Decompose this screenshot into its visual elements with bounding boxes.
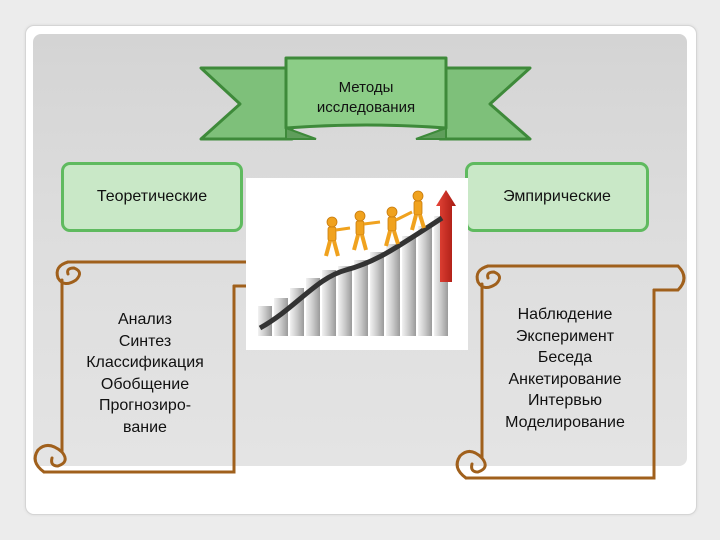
theoretical-methods-list: Анализ Синтез Классификация Обобщение Пр… (60, 309, 230, 438)
banner-title-line1: Методы (338, 79, 394, 96)
list-item: Обобщение (100, 375, 190, 393)
empirical-methods-list: Наблюдение Эксперимент Беседа Анкетирова… (480, 304, 650, 433)
ribbon-left-fold (285, 126, 317, 140)
list-item: Классификация (86, 354, 204, 371)
banner-title: Методы исследования (286, 68, 446, 128)
list-item: Беседа (537, 349, 593, 366)
right-scroll (455, 264, 686, 480)
ribbon-center (284, 56, 448, 130)
list-item: Анализ (117, 311, 172, 328)
climbing-chart-illustration (246, 178, 468, 350)
banner-title-line2: исследования (316, 99, 416, 116)
climbing-people-graphic (258, 190, 456, 336)
empirical-heading-box: Эмпирические (465, 162, 649, 232)
list-item: вание (123, 418, 167, 436)
ribbon-left-tail (199, 66, 294, 141)
list-item: Анкетирование (508, 370, 622, 388)
list-item: Наблюдение (517, 306, 613, 323)
ribbon-right-tail (438, 66, 532, 141)
growth-line (258, 215, 444, 331)
ribbon-right-fold (415, 126, 447, 140)
list-item: Прогнозиро- (98, 397, 192, 414)
list-item: Интервью (527, 392, 603, 409)
list-item: Синтез (118, 332, 172, 350)
list-item: Моделирование (505, 413, 625, 431)
growth-bars (258, 216, 448, 336)
empirical-heading: Эмпирические (503, 188, 611, 205)
list-item: Эксперимент (515, 327, 615, 345)
theoretical-heading-box: Теоретические (61, 162, 243, 232)
theoretical-heading: Теоретические (96, 188, 208, 205)
climbing-people (324, 190, 426, 257)
red-arrow (436, 190, 456, 282)
